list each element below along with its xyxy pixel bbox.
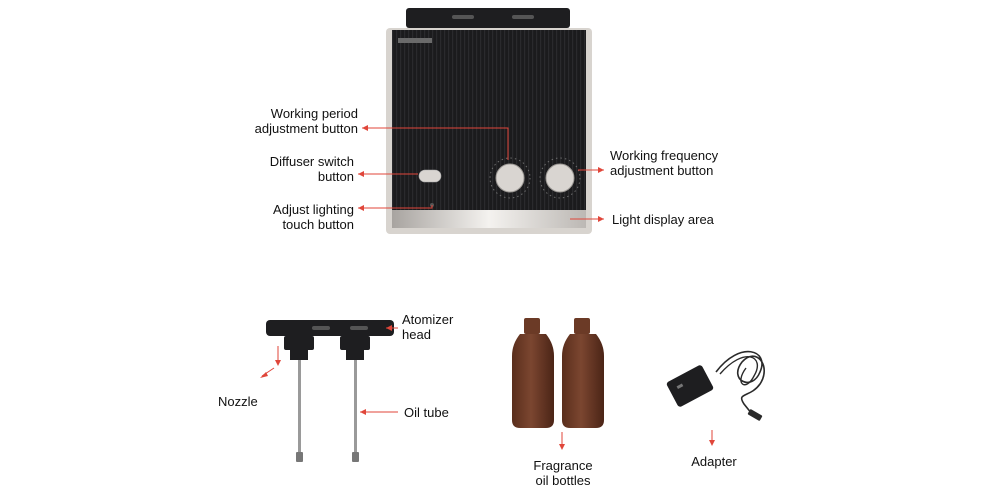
device-top-cap	[406, 8, 570, 28]
label-oil-tube: Oil tube	[404, 405, 449, 420]
accessory-callouts	[260, 325, 715, 450]
working-period-knob	[489, 157, 531, 199]
label-fragrance-bottles: Fragrance oil bottles	[533, 458, 593, 488]
label-working-frequency: Working frequency adjustment button	[610, 148, 719, 178]
label-adjust-lighting: Adjust lighting touch button	[273, 202, 354, 232]
label-light-display: Light display area	[612, 212, 714, 227]
device-callouts	[358, 125, 604, 222]
label-nozzle: Nozzle	[218, 394, 258, 409]
light-display-area	[392, 210, 586, 228]
label-adapter: Adapter	[691, 454, 737, 469]
label-diffuser-switch: Diffuser switch button	[269, 154, 354, 184]
working-frequency-knob	[539, 157, 581, 199]
fragrance-bottles-illustration	[512, 318, 604, 428]
label-atomizer-head: Atomizer head	[402, 312, 454, 342]
diffuser-switch-button	[418, 169, 442, 183]
label-working-period: Working period adjustment button	[254, 106, 358, 136]
atomizer-head-illustration	[266, 320, 394, 462]
adapter-illustration	[666, 350, 765, 421]
diffuser-device	[386, 8, 592, 234]
